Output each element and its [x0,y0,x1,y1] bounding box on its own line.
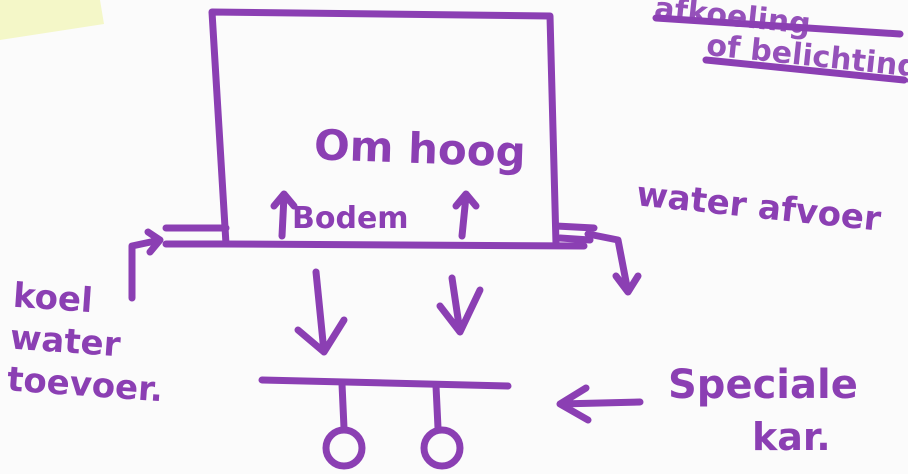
strikethrough [702,56,908,84]
arrow-up-icon [270,190,298,240]
outflow-arrow-icon [584,230,642,296]
wheel-icon [420,426,464,470]
label-cart-line1: Speciale [668,362,858,408]
arrow-down-icon [294,268,348,356]
arrow-left-icon [556,384,644,424]
strikethrough [652,14,904,38]
arrow-down-icon [436,274,484,336]
cart-leg [432,382,442,432]
arrow-up-icon [452,190,480,240]
label-cart-line2: kar. [752,415,831,459]
cart-platform [258,376,512,390]
label-inside-top: Om hoog [313,120,527,177]
sticky-note [0,0,104,40]
inflow-arrow-icon [128,228,164,302]
box-outline [208,8,560,248]
cart-leg [338,380,348,432]
label-bottom: Bodem [292,201,409,236]
inflow-pipe [162,224,230,248]
box-bottom-line [218,240,588,250]
label-inflow: koel water toevoer. [6,275,171,412]
wheel-icon [322,426,366,470]
outflow-pipe [552,222,598,244]
